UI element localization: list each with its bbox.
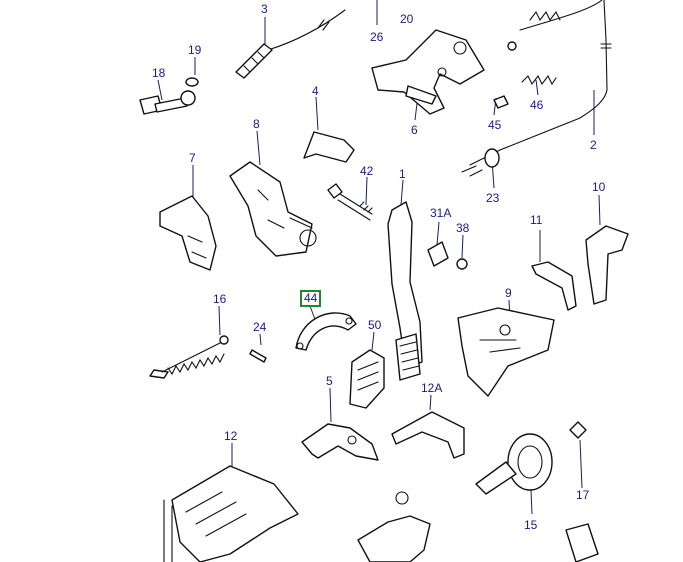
part-bracket-12a [391, 411, 465, 459]
callout-11: 11 [530, 213, 543, 227]
callout-2: 2 [590, 138, 597, 152]
part-bracket-10 [585, 225, 629, 305]
callout-12: 12 [224, 429, 238, 443]
part-bracket-7 [159, 195, 217, 271]
part-bracket-11 [531, 261, 577, 311]
callout-50: 50 [368, 318, 382, 332]
part-bracket-9 [457, 307, 555, 397]
cables [267, 0, 612, 166]
callout-24: 24 [253, 320, 267, 334]
part-bushing-18-19 [139, 77, 199, 115]
callout-26: 26 [370, 30, 384, 44]
callout-5: 5 [326, 374, 333, 388]
part-springs-45-46 [493, 10, 561, 109]
callout-20: 20 [400, 12, 414, 26]
part-bottom-assembly [357, 491, 599, 562]
callout-9: 9 [505, 286, 512, 300]
part-pedal-1 [387, 201, 423, 381]
part-clip-31a [427, 241, 468, 270]
callout-3: 3 [261, 2, 268, 16]
part-fitting-17 [569, 421, 587, 439]
part-bracket-5 [301, 423, 379, 461]
callout-17: 17 [576, 488, 590, 502]
callout-42: 42 [360, 164, 374, 178]
callout-1: 1 [399, 167, 406, 181]
callout-10: 10 [592, 180, 606, 194]
callout-44: 44 [300, 290, 322, 307]
callout-31a: 31A [430, 206, 452, 220]
part-cable-fitting-3 [235, 43, 273, 79]
part-lever-assembly-6 [371, 29, 485, 115]
callout-23: 23 [486, 191, 500, 205]
part-housing-8 [229, 161, 317, 257]
callout-46: 46 [530, 98, 544, 112]
callout-7: 7 [189, 151, 196, 165]
part-cable-end-23 [461, 148, 500, 177]
callout-16: 16 [213, 292, 227, 306]
callout-45: 45 [488, 118, 502, 132]
callout-18: 18 [152, 66, 166, 80]
callout-8: 8 [253, 117, 260, 131]
part-bracket-4 [303, 131, 355, 163]
callout-4: 4 [312, 84, 319, 98]
callout-19: 19 [188, 43, 202, 57]
callout-12a: 12A [421, 381, 443, 395]
part-master-cylinder-15 [475, 433, 553, 495]
part-pin-24 [249, 349, 267, 363]
part-bolt-42 [327, 183, 373, 221]
callout-38: 38 [456, 221, 470, 235]
part-clip-44 [295, 312, 357, 351]
part-frame-12 [163, 465, 299, 562]
callout-6: 6 [411, 123, 418, 137]
part-spring-rod-16 [149, 335, 229, 379]
part-pedal-pad-50 [349, 349, 385, 409]
callout-15: 15 [524, 518, 538, 532]
